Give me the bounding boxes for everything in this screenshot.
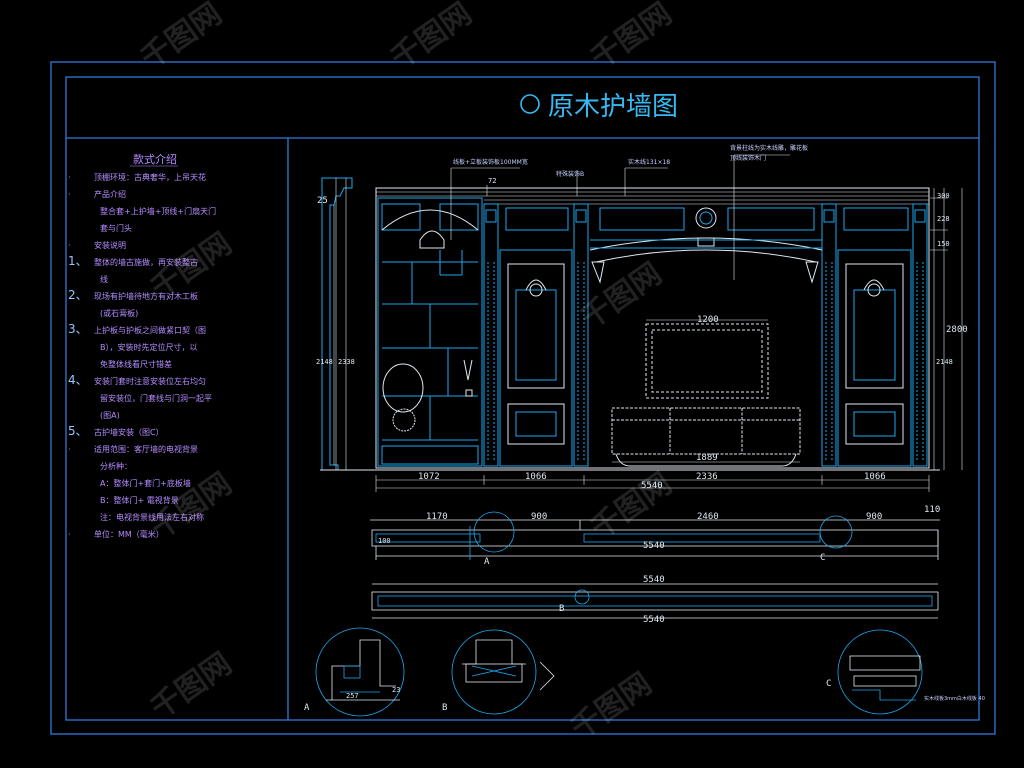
spec-bullet: 5、 [68,424,88,438]
detail-annotations: A B C 257 23 实木线板3mm白木线板 40 [304,679,985,713]
dim-right-2800: 2800 [946,325,968,335]
elevation-annotations: 线板+立板装饰板100MM宽 实木线131×18 背景柱线为实木线雕，雕花板 顶… [316,144,968,492]
elevation-drawing [320,177,940,471]
plan-marker-a: A [484,557,490,567]
plan-marker-b: B [559,604,564,614]
spec-bullet: · [68,190,71,199]
spec-bullet: · [68,173,71,182]
spec-line: 线 [100,274,108,284]
detail-a-dim-257: 257 [346,692,359,700]
dim-overall-5540: 5540 [641,481,663,491]
spec-bullet: 3、 [68,322,88,336]
detail-b [451,629,555,715]
door-panels [499,249,912,467]
plan-annotations: 1170 900 2460 900 110 5540 5540 5540 100… [378,505,940,625]
spec-line: 现场有护墙待地方有对木工板 [94,291,198,301]
dim-cabinet-1889: 1889 [696,453,718,463]
plan-sections [370,511,940,619]
spec-bullet: 1、 [68,254,88,268]
plan-marker-c: C [820,553,825,563]
dim-bottom-1072: 1072 [418,472,440,482]
spec-bullet: 2、 [68,288,88,302]
spec-line: 适用范围：客厅墙的电视背景 [94,444,198,454]
callout-top-mid: 实木线131×18 [628,158,670,166]
detail-a-label: A [304,703,310,713]
dim-right-150: 150 [937,240,950,248]
dim-side-72: 72 [488,177,496,185]
tv-arch [589,237,823,284]
spec-line: (图A) [100,411,120,420]
detail-c-label: C [826,679,831,689]
elevation-outline [375,187,930,469]
plan-upper-total: 5540 [643,541,665,551]
spec-bullet: · [68,530,71,539]
detail-views [315,627,923,717]
dim-left-2148: 2148 [316,358,333,366]
callout-section-b: 特殊装饰B [556,170,584,178]
spec-line: 上护板与护板之间做紧口契（图 [94,325,206,335]
detail-c [837,629,923,715]
drawing-title: 原木护墙图 [548,92,678,122]
drawing-border [50,61,996,735]
dim-right-228: 228 [937,215,950,223]
spec-line: 安装门套时注意安装位左右均匀 [94,376,206,386]
dim-bottom-2336: 2336 [696,472,718,482]
pilasters [483,203,928,467]
spec-line: 免整体线看尺寸错差 [100,359,172,369]
frieze-panels [505,207,909,247]
spec-line: 整体的墙古施做，再安装整古 [94,257,198,267]
crown-moulding [376,191,929,205]
spec-line: B），安装时先定位尺寸，以 [100,342,198,352]
shelf-unit [377,197,483,467]
spec-line: B：整体门+ 電视背景 [100,495,179,505]
spec-line: 套与门头 [100,223,132,233]
plan-dim-900b: 900 [866,512,882,522]
plan-dim-110: 110 [924,505,940,515]
detail-a-dim-23: 23 [392,686,400,694]
spec-line: A：整体门+套门+底板墙 [100,478,191,488]
spec-bullet: · [68,241,71,250]
plan-label-100: 100 [378,537,391,545]
tv-cabinet [611,407,801,467]
title-block: 原木护墙图 [520,92,678,122]
plan-lower-total-top: 5540 [643,575,665,585]
spec-line: 古护墙安装（图C） [94,427,164,437]
spec-line: 单位：MM（毫米） [94,529,164,539]
detail-a [315,627,405,717]
dim-left-25: 25 [317,196,328,206]
spec-line: (或石膏板) [100,308,138,318]
plan-dim-2460: 2460 [697,512,719,522]
spec-bullet: · [68,445,71,454]
dim-right-300: 300 [937,192,950,200]
spec-line: 留安装位，门套线与门洞一起平 [100,393,212,403]
spec-line: 顶棚环境：古典奢华，上吊天花 [94,172,206,182]
spec-line: 整合套+上护墙+顶线+门扇天门 [100,206,216,216]
spec-line: 安装说明 [94,240,126,250]
spec-line: 产品介绍 [94,189,126,199]
dim-tv-1200: 1200 [697,315,719,325]
spec-panel: 款式介绍 · 顶棚环境：古典奢华，上吊天花 · 产品介绍整合套+上护墙+顶线+门扇天门… [68,152,216,539]
detail-b-label: B [442,703,447,713]
spec-bullet: 4、 [68,373,88,387]
plan-dim-1170: 1170 [426,512,448,522]
dim-right-2148: 2148 [936,358,953,366]
title-circle-icon [520,94,540,114]
plan-lower-total-bottom: 5540 [643,615,665,625]
spec-line: 分析种： [100,461,132,471]
spec-heading: 款式介绍 [133,152,177,166]
detail-c-note: 实木线板3mm白木线板 40 [924,695,985,702]
dim-left-2338: 2338 [338,358,355,366]
spec-line: 注：电视背景线用法左右对称 [100,512,204,522]
callout-top-right-2: 顶线装饰木门 [730,154,766,162]
tv-screen [645,323,769,399]
dim-bottom-1066b: 1066 [864,472,886,482]
callout-top-right: 背景柱线为实木线雕，雕花板 [730,144,808,152]
dim-bottom-1066a: 1066 [525,472,547,482]
plan-dim-900a: 900 [531,512,547,522]
callout-top-left: 线板+立板装饰板100MM宽 [453,158,528,166]
